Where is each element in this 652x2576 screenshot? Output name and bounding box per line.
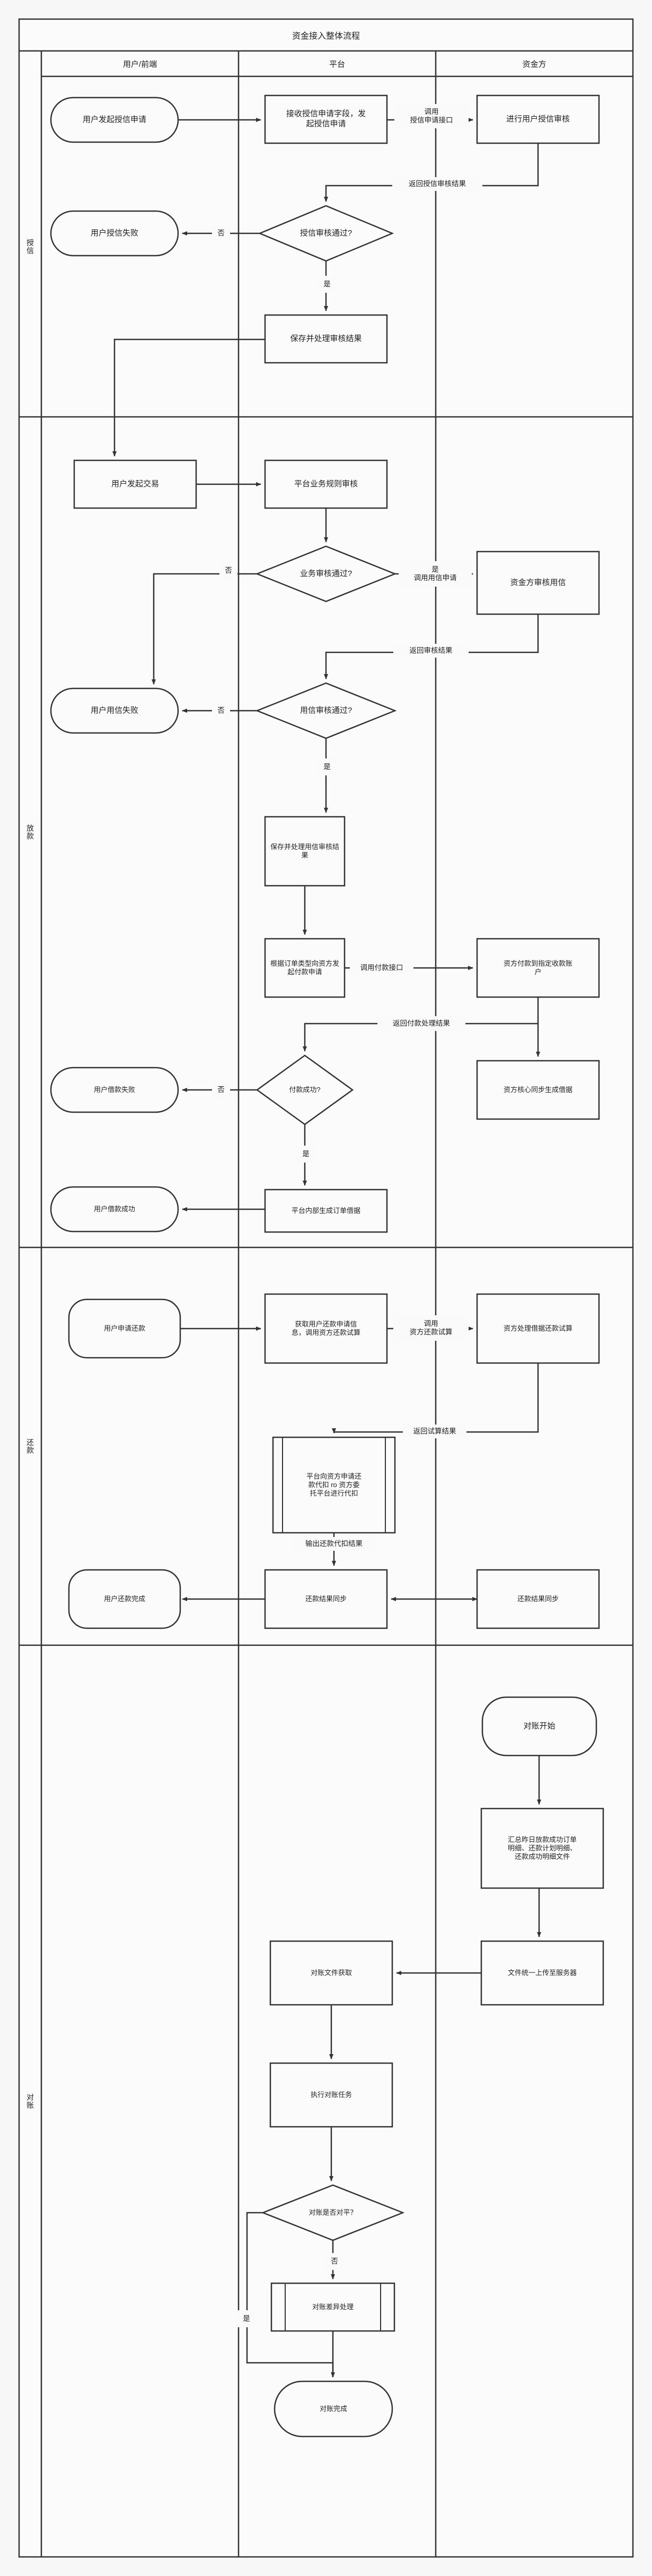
lane-header-funder: 资金方 [522,59,547,69]
diagram-title: 资金接入整体流程 [292,32,360,41]
edge-label-loan-yes: 是 [318,758,336,775]
lane-header-user: 用户/前端 [122,59,157,69]
edge-label-payment-no: 否 [212,1081,230,1098]
edge-label-return-credit-result: 返回授信审核结果 [392,177,482,191]
phase-label-loan: 放款 [26,824,34,840]
edge-label-loan-no: 否 [212,702,230,719]
edge-label-credit-no: 否 [212,225,230,242]
phase-label-repay: 还款 [26,1438,34,1454]
edge-label-return-review-result: 返回审核结果 [393,644,469,658]
phase-label-credit: 授信 [26,239,34,255]
phase-label-recon: 对账 [26,2093,34,2109]
edge-label-return-payment-result: 返回付款处理结果 [377,1016,465,1031]
edge-label-recon-yes: 是 [237,2310,255,2327]
edge-label-credit-yes: 是 [318,276,336,293]
edge-label-business-no: 否 [219,562,237,579]
edge-label-call-loan-apply: 是 调用用信申请 [399,561,472,587]
edge-label-return-trial-result: 返回试算结果 [403,1425,466,1438]
edge-label-call-repay-trial: 调用 资方还款试算 [393,1315,469,1341]
edge-label-call-credit-api: 调用 授信申请接口 [394,104,469,128]
edge-label-call-payment-api: 调用付款接口 [350,961,413,975]
edge-label-output-withhold-result: 输出还款代扣结果 [293,1537,375,1551]
edge-label-payment-yes: 是 [297,1146,315,1163]
lane-header-platform: 平台 [329,59,345,69]
edge-label-recon-no: 否 [325,2253,343,2270]
